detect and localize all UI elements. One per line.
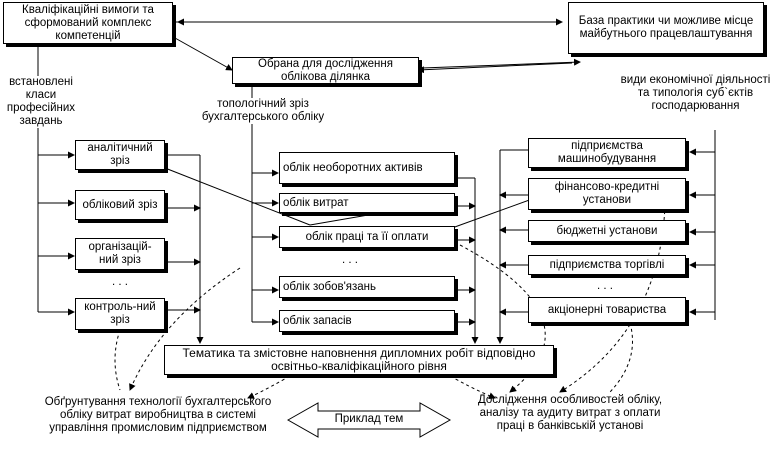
- example-topic-left: Обґрунтування технології бухгалтерського…: [44, 396, 272, 434]
- slice-control: контроль-ний зріз: [75, 298, 165, 330]
- area-noncurrent-assets-label: облік необоротних активів: [283, 161, 423, 174]
- type-financial: фінансово-кредитні установи: [528, 178, 686, 210]
- area-inventory: облік запасів: [279, 310, 455, 332]
- example-topics-arrow-label: Приклад тем: [334, 413, 404, 425]
- types-ellipsis: . . .: [597, 280, 613, 292]
- area-liabilities: облік зобов'язань: [279, 276, 455, 298]
- slice-organizational-label: організацій-ний зріз: [88, 241, 152, 266]
- thesis-topics-label: Тематика та змістовне наповнення дипломн…: [182, 346, 536, 373]
- practice-base-label: База практики чи можливе місце майбутньо…: [578, 15, 754, 40]
- type-trade: підприємства торгівлі: [528, 255, 686, 275]
- slice-accounting: обліковий зріз: [75, 190, 165, 220]
- area-inventory-label: облік запасів: [283, 314, 352, 327]
- slice-accounting-label: обліковий зріз: [82, 198, 158, 211]
- type-machine-building-label: підприємства машинобудування: [557, 140, 657, 165]
- areas-ellipsis: . . .: [342, 254, 358, 266]
- activity-types-label: види економічної діяльності та типологія…: [618, 74, 773, 113]
- slice-control-label: контроль-ний зріз: [84, 301, 156, 326]
- slices-ellipsis: . . .: [112, 276, 128, 288]
- slice-analytical: аналітичний зріз: [75, 140, 165, 170]
- area-labor-label: облік праці та її оплати: [305, 230, 429, 243]
- example-topic-right: Дослідження особливостей обліку, аналізу…: [477, 394, 663, 432]
- area-costs-label: облік витрат: [283, 196, 349, 209]
- slice-organizational: організацій-ний зріз: [75, 238, 165, 270]
- accounting-area-label: Обрана для дослідження облікова ділянка: [258, 57, 393, 83]
- competence-requirements-box: Кваліфікаційні вимоги та сформований ком…: [3, 2, 173, 44]
- type-trade-label: підприємства торгівлі: [549, 258, 665, 271]
- type-budget: бюджетні установи: [528, 220, 686, 242]
- type-financial-label: фінансово-кредитні установи: [554, 181, 660, 206]
- competence-requirements-label: Кваліфікаційні вимоги та сформований ком…: [22, 3, 154, 42]
- area-noncurrent-assets: облік необоротних активів: [279, 152, 455, 184]
- practice-base-box: База практики чи можливе місце майбутньо…: [568, 2, 764, 54]
- type-joint-stock: акціонерні товариства: [528, 297, 686, 323]
- professional-tasks-label: встановлені класи професійних завдань: [0, 76, 82, 128]
- area-costs: облік витрат: [279, 193, 455, 213]
- area-liabilities-label: облік зобов'язань: [283, 280, 377, 293]
- topological-slice-label: топологічний зріз бухгалтерського обліку: [193, 98, 333, 124]
- thesis-topics-box: Тематика та змістовне наповнення дипломн…: [164, 345, 554, 375]
- area-labor: облік праці та її оплати: [279, 226, 455, 248]
- type-joint-stock-label: акціонерні товариства: [547, 303, 667, 316]
- accounting-area-box: Обрана для дослідження облікова ділянка: [232, 57, 419, 84]
- slice-analytical-label: аналітичний зріз: [87, 142, 153, 167]
- type-machine-building: підприємства машинобудування: [528, 138, 686, 168]
- type-budget-label: бюджетні установи: [556, 224, 658, 237]
